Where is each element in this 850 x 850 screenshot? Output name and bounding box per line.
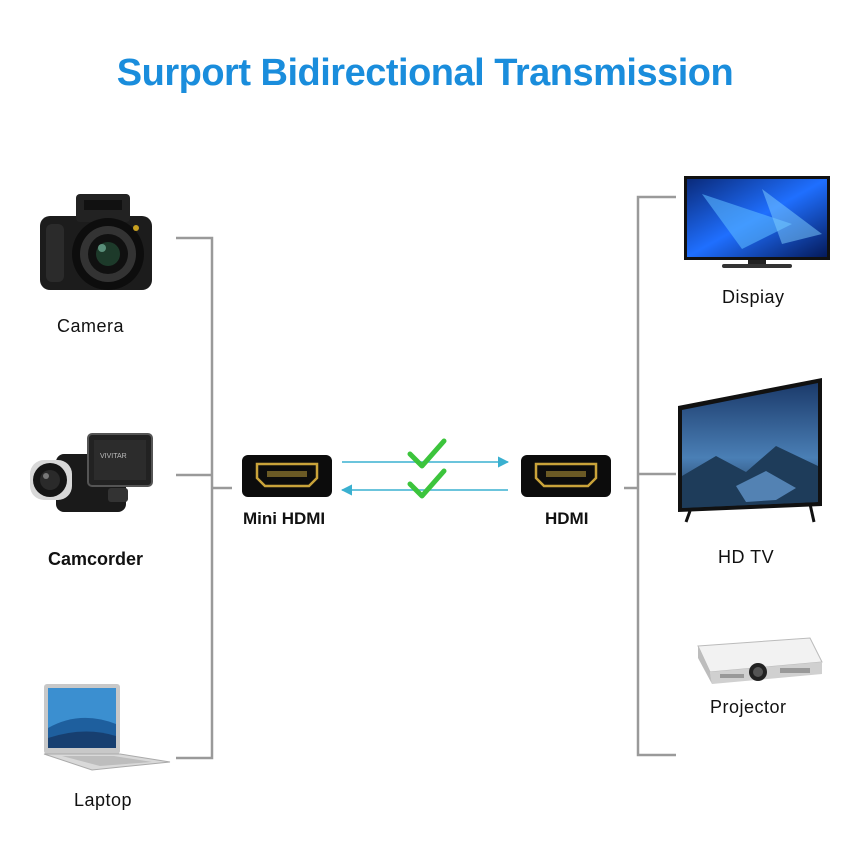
port-label-hdmi: HDMI: [545, 509, 589, 528]
right-bracket: [636, 195, 676, 757]
check-icon-backward: [407, 468, 447, 499]
hdmi-port-icon: [521, 455, 611, 497]
device-label-camera: Camera: [57, 316, 125, 336]
device-label-hdtv: HD TV: [718, 547, 775, 567]
display-icon: [684, 176, 830, 268]
svg-text:VIVITAR: VIVITAR: [100, 453, 127, 460]
check-icon-forward: [407, 438, 447, 469]
left-bracket: [176, 236, 214, 760]
tv-icon: [678, 378, 822, 523]
projector-icon: [697, 637, 823, 684]
device-label-laptop: Laptop: [74, 790, 133, 810]
port-label-mini-hdmi: Mini HDMI: [243, 509, 326, 528]
page-title: Surport Bidirectional Transmission: [116, 52, 734, 94]
device-label-display: Dispiay: [722, 287, 785, 307]
laptop-icon: [43, 684, 171, 771]
camcorder-icon: VIVITAR: [30, 433, 153, 512]
camera-icon: [40, 194, 152, 290]
device-label-projector: Projector: [710, 697, 787, 717]
device-label-camcorder: Camcorder: [48, 549, 144, 569]
mini-hdmi-port-icon: [242, 455, 332, 497]
